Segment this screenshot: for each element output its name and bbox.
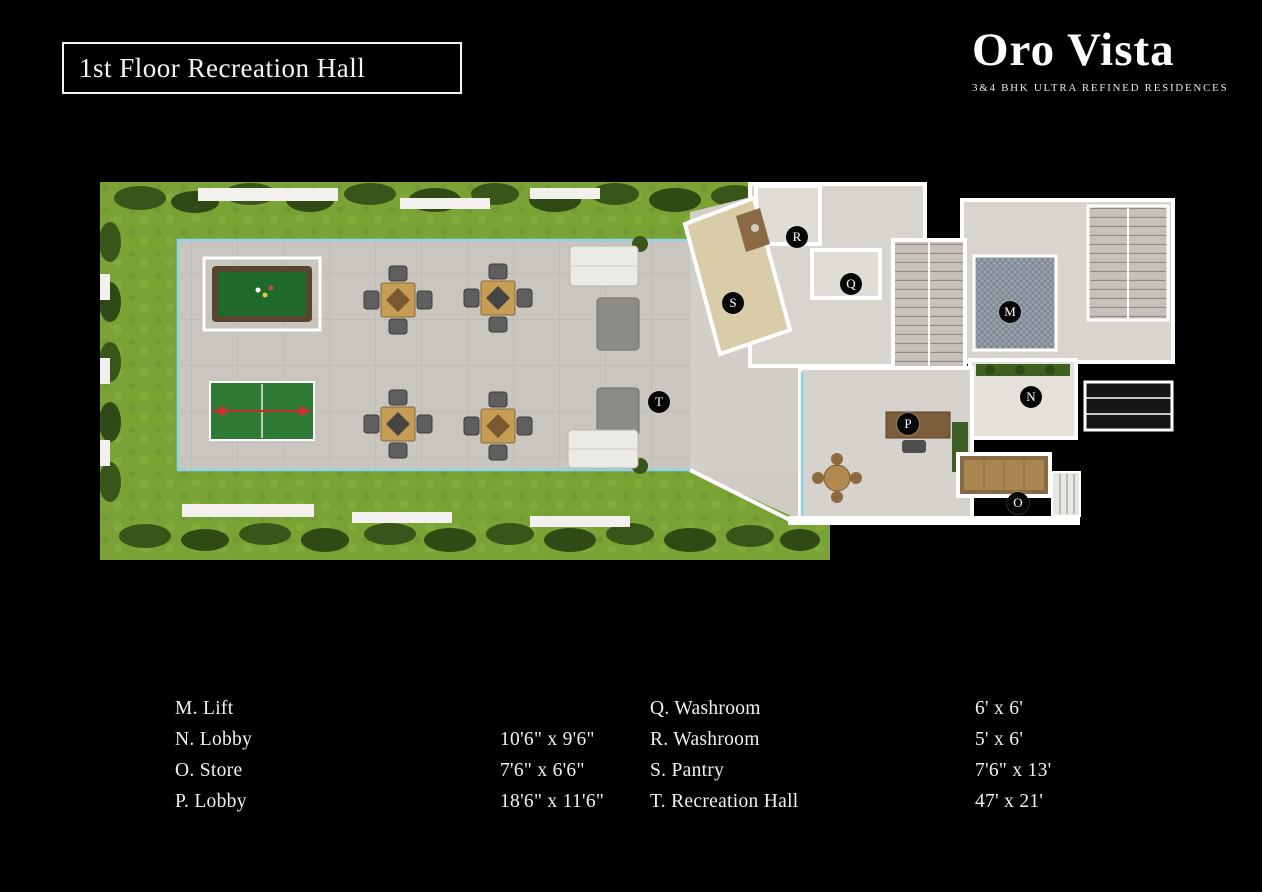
legend-label: M. Lift xyxy=(175,698,234,720)
room-marker-lift: M xyxy=(999,301,1021,323)
legend-label: P. Lobby xyxy=(175,790,247,812)
lounge-seating xyxy=(567,245,640,469)
dining-set-3 xyxy=(363,389,433,459)
pool-table xyxy=(202,256,322,332)
brand-tagline: 3&4 BHK ULTRA REFINED RESIDENCES xyxy=(972,82,1229,95)
ping-pong-table xyxy=(209,381,315,441)
page-title: 1st Floor Recreation Hall xyxy=(79,52,366,83)
store-o-room xyxy=(956,452,1052,498)
legend-dim: 6' x 6' xyxy=(975,698,1024,720)
glass-railing xyxy=(176,238,690,472)
planter-paths xyxy=(100,188,630,527)
legend-label: T. Recreation Hall xyxy=(650,790,799,812)
legend-dim: 47' x 21' xyxy=(975,790,1044,812)
legend-dim: 18'6" x 11'6" xyxy=(500,790,605,812)
room-marker-washroom-r: R xyxy=(786,226,808,248)
legend-label: N. Lobby xyxy=(175,729,253,751)
brand-name: Oro Vista xyxy=(972,24,1175,76)
room-marker-recreation-hall: T xyxy=(648,391,670,413)
room-marker-lobby-n: N xyxy=(1020,386,1042,408)
room-marker-store: O xyxy=(1007,492,1029,514)
legend-dim: 5' x 6' xyxy=(975,729,1024,751)
legend-dim: 7'6" x 6'6" xyxy=(500,759,585,781)
floorplan-graphic xyxy=(100,182,1175,560)
dining-set-2 xyxy=(463,263,533,333)
legend-label: Q. Washroom xyxy=(650,698,761,720)
bottom-wall xyxy=(788,516,1080,525)
room-marker-washroom-q: Q xyxy=(840,273,862,295)
room-marker-pantry: S xyxy=(722,292,744,314)
grille-steps xyxy=(1051,471,1081,517)
staircase-right xyxy=(1086,204,1170,322)
legend: M. Lift Q. Washroom 6' x 6' N. Lobby 10'… xyxy=(175,694,1105,817)
legend-label: R. Washroom xyxy=(650,729,760,751)
legend-dim: 10'6" x 9'6" xyxy=(500,729,595,751)
staircase-center xyxy=(891,238,967,372)
dining-set-4 xyxy=(463,391,533,461)
lift-room xyxy=(972,254,1058,352)
pantry-room xyxy=(682,195,793,357)
brand-block: Oro Vista 3&4 BHK ULTRA REFINED RESIDENC… xyxy=(972,24,1229,95)
legend-dim: 7'6" x 13' xyxy=(975,759,1052,781)
dining-set-1 xyxy=(363,265,433,335)
legend-label: S. Pantry xyxy=(650,759,725,781)
legend-label: O. Store xyxy=(175,759,243,781)
page-title-box: 1st Floor Recreation Hall xyxy=(62,42,462,94)
room-marker-lobby-p: P xyxy=(897,413,919,435)
floorplan: R S Q M N T P O xyxy=(100,182,1175,560)
right-edge-steps xyxy=(1083,380,1174,432)
lobby-p-room xyxy=(798,366,974,522)
